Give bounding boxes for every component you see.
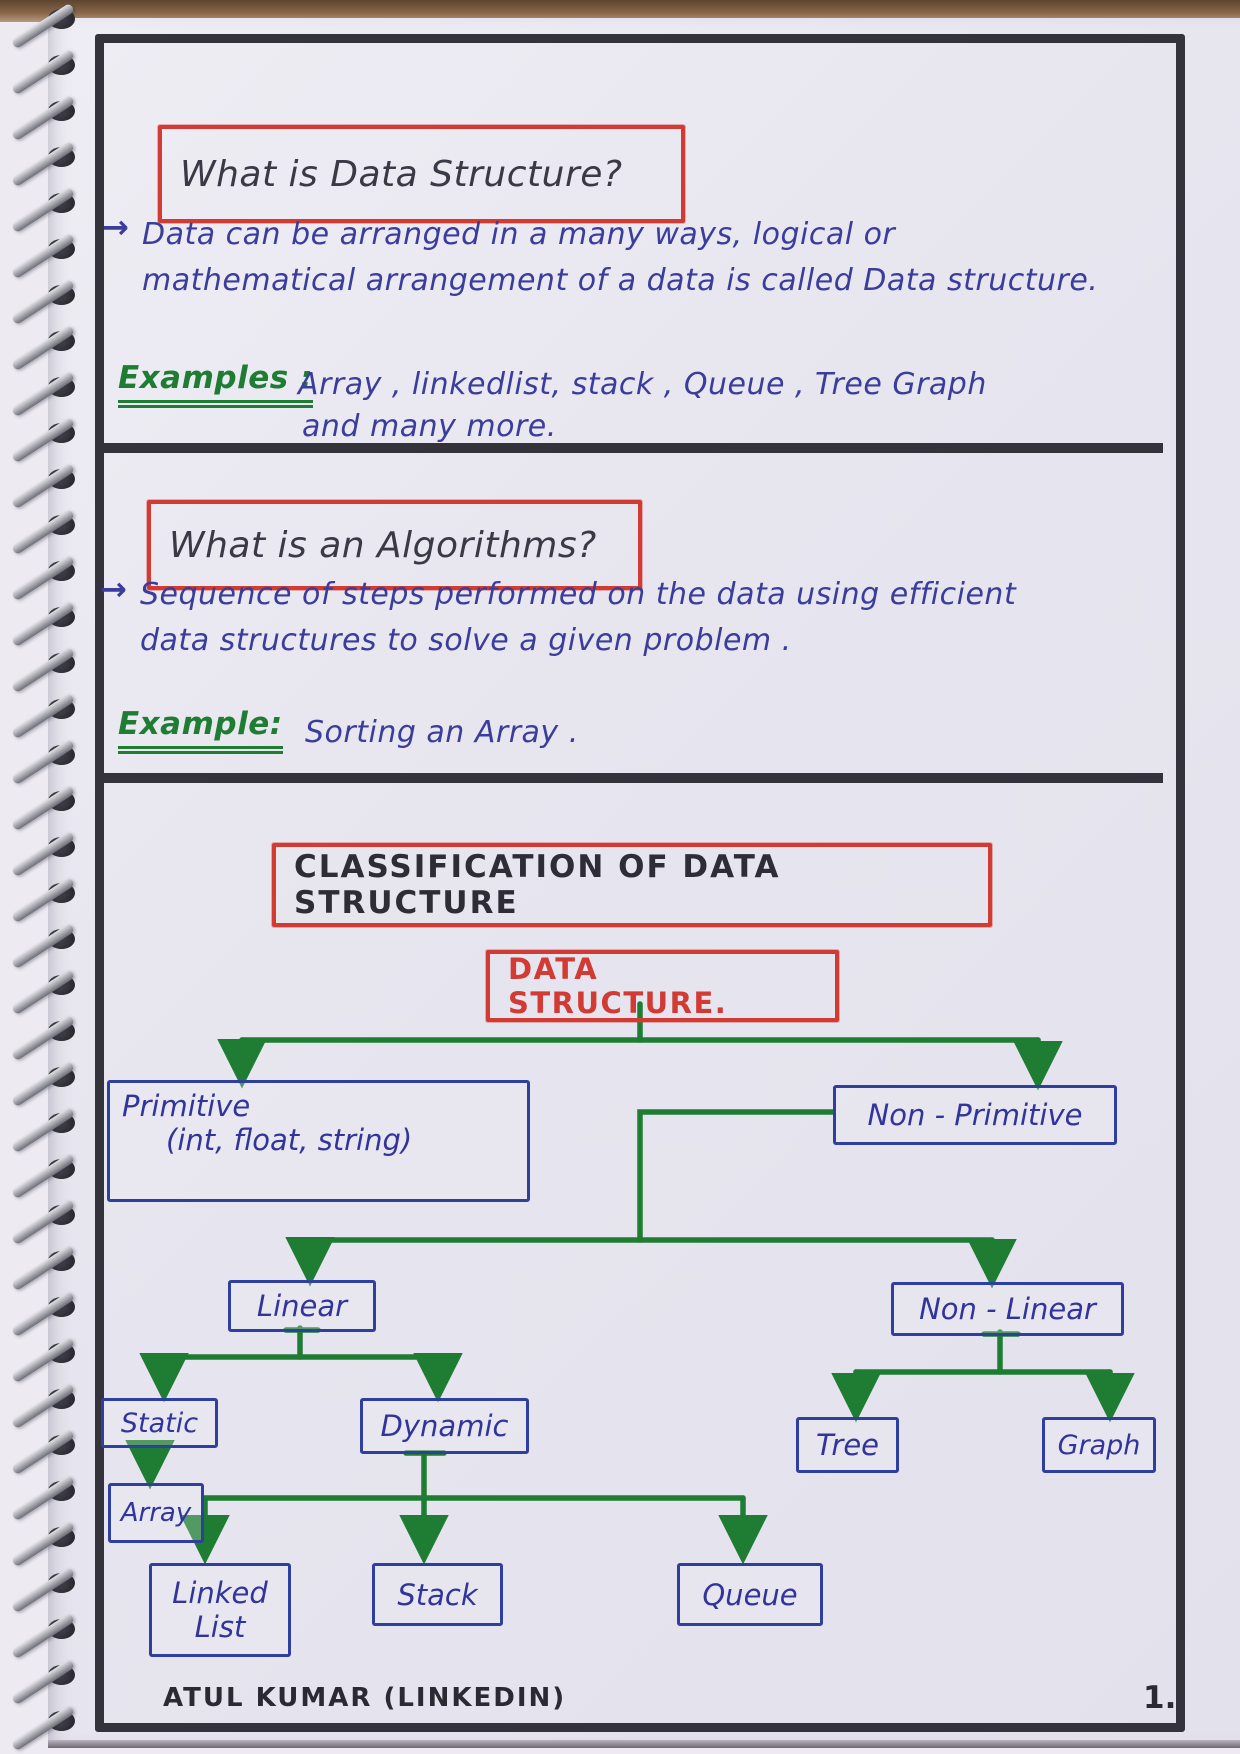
- spiral-coil: [0, 278, 96, 328]
- spiral-coil: [0, 1106, 96, 1156]
- section-divider-2: [101, 773, 1163, 783]
- node-data-structure: DATA STRUCTURE.: [486, 950, 839, 1022]
- page-bottom-edge: [48, 1740, 1240, 1748]
- node-stack-label: Stack: [397, 1577, 478, 1612]
- spiral-coil: [0, 232, 96, 282]
- spiral-coil: [0, 1152, 96, 1202]
- spiral-coil: [0, 1244, 96, 1294]
- node-static: Static: [101, 1398, 218, 1448]
- spiral-coil: [0, 462, 96, 512]
- spiral-coil: [0, 1612, 96, 1662]
- spiral-coil: [0, 1520, 96, 1570]
- spiral-coil: [0, 416, 96, 466]
- node-array: Array: [108, 1483, 204, 1543]
- spiral-coil: [0, 968, 96, 1018]
- spiral-coil: [0, 646, 96, 696]
- question2-answer-line1: Sequence of steps performed on the data …: [140, 577, 1017, 612]
- example-label: Example:: [118, 706, 283, 754]
- node-primitive: Primitive (int, float, string): [107, 1080, 530, 1202]
- spiral-coil: [0, 186, 96, 236]
- spiral-coil: [0, 140, 96, 190]
- spiral-coil: [0, 1382, 96, 1432]
- page-border-frame: [95, 34, 1185, 1732]
- spiral-coil: [0, 554, 96, 604]
- spiral-coil: [0, 1658, 96, 1708]
- examples-label: Examples :: [118, 360, 313, 408]
- spiral-coil: [0, 600, 96, 650]
- spiral-coil: [0, 922, 96, 972]
- node-linked-list-line2: List: [194, 1610, 246, 1644]
- node-linear: Linear: [228, 1280, 376, 1332]
- spiral-binding: [0, 0, 100, 1754]
- spiral-coil: [0, 1474, 96, 1524]
- spiral-coil: [0, 1704, 96, 1754]
- examples-line1: Array , linkedlist, stack , Queue , Tree…: [298, 367, 987, 402]
- spiral-coil: [0, 48, 96, 98]
- node-non-primitive: Non - Primitive: [833, 1085, 1117, 1145]
- spiral-coil: [0, 1198, 96, 1248]
- green-edges: [125, 1001, 1135, 1565]
- spiral-coil: [0, 876, 96, 926]
- question2-title-box: What is an Algorithms?: [147, 500, 642, 590]
- arrow-bullet-icon: →: [102, 208, 130, 246]
- node-linear-label: Linear: [256, 1289, 348, 1323]
- spiral-coil: [0, 1290, 96, 1340]
- spiral-coil: [0, 94, 96, 144]
- spiral-coil: [0, 2, 96, 52]
- spiral-coil: [0, 1060, 96, 1110]
- node-graph: Graph: [1042, 1417, 1156, 1473]
- author-footer: ATUL KUMAR (LINKEDIN): [163, 1683, 567, 1713]
- question1-title-box: What is Data Structure?: [158, 125, 685, 223]
- spiral-coil: [0, 1336, 96, 1386]
- spiral-coil: [0, 324, 96, 374]
- spiral-coil: [0, 370, 96, 420]
- node-array-label: Array: [120, 1498, 192, 1528]
- question2-title: What is an Algorithms?: [169, 524, 597, 566]
- node-graph-label: Graph: [1057, 1429, 1141, 1461]
- node-linked-list: Linked List: [149, 1563, 291, 1657]
- node-queue: Queue: [677, 1563, 823, 1626]
- spiral-coil: [0, 1428, 96, 1478]
- node-static-label: Static: [120, 1407, 199, 1439]
- classification-title-box: CLASSIFICATION OF DATA STRUCTURE: [272, 843, 992, 927]
- node-non-primitive-label: Non - Primitive: [867, 1098, 1083, 1132]
- node-non-linear: Non - Linear: [891, 1282, 1124, 1336]
- node-linked-list-line1: Linked: [172, 1576, 268, 1610]
- spiral-coil: [0, 692, 96, 742]
- node-dynamic: Dynamic: [360, 1398, 529, 1454]
- spiral-coil: [0, 508, 96, 558]
- arrow-bullet-icon: →: [100, 570, 128, 608]
- page-number: 1.: [1143, 1680, 1177, 1716]
- question2-answer-line2: data structures to solve a given problem…: [140, 623, 792, 658]
- section-divider-1: [101, 443, 1163, 453]
- spiral-coil: [0, 1014, 96, 1064]
- spiral-coil: [0, 784, 96, 834]
- node-primitive-label: Primitive: [122, 1089, 251, 1123]
- node-primitive-types: (int, float, string): [166, 1123, 413, 1157]
- examples-line2: and many more.: [302, 409, 557, 444]
- spiral-coil: [0, 1566, 96, 1616]
- desk-edge: [0, 0, 1240, 22]
- spiral-coil: [0, 830, 96, 880]
- classification-title: CLASSIFICATION OF DATA STRUCTURE: [294, 849, 781, 921]
- notebook-page: [48, 18, 1240, 1744]
- question1-title: What is Data Structure?: [180, 153, 623, 195]
- question1-answer-line1: Data can be arranged in a many ways, log…: [142, 217, 896, 252]
- question1-answer-line2: mathematical arrangement of a data is ca…: [142, 263, 1099, 298]
- node-stack: Stack: [372, 1563, 503, 1626]
- node-tree: Tree: [796, 1417, 899, 1473]
- node-non-linear-label: Non - Linear: [919, 1292, 1096, 1326]
- example-text: Sorting an Array .: [305, 715, 579, 750]
- node-dynamic-label: Dynamic: [380, 1409, 509, 1443]
- node-queue-label: Queue: [702, 1577, 798, 1612]
- node-data-structure-label: DATA STRUCTURE.: [508, 952, 728, 1020]
- spiral-coil: [0, 738, 96, 788]
- node-tree-label: Tree: [815, 1428, 880, 1462]
